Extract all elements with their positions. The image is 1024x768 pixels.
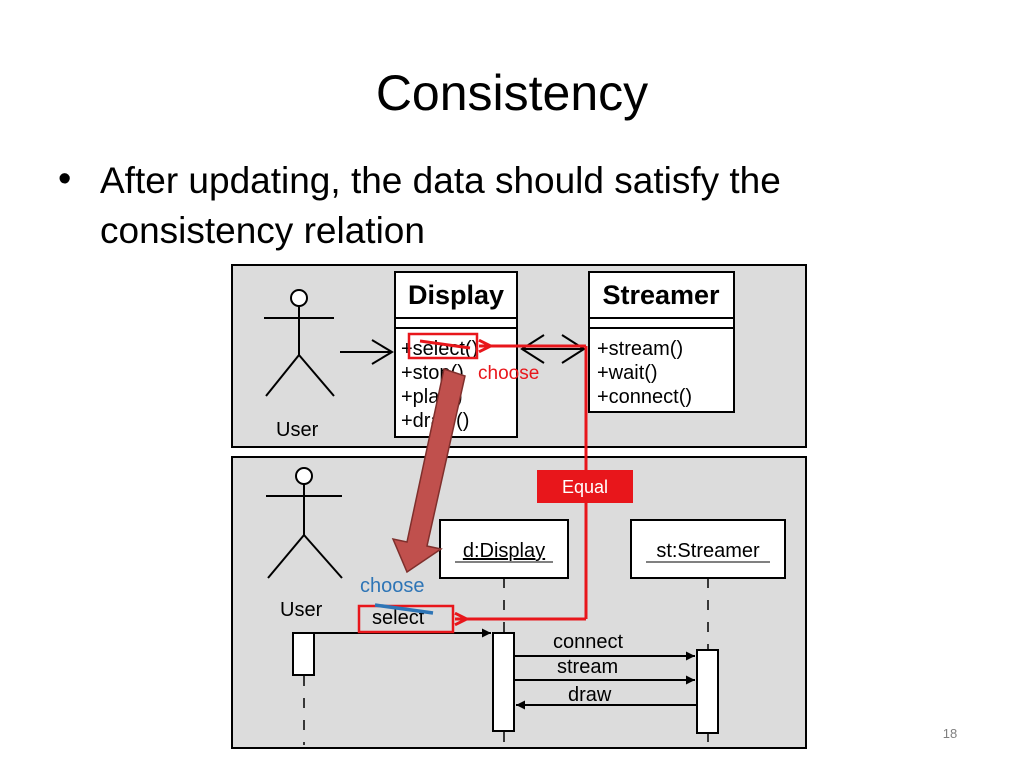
choose-label-top: choose bbox=[478, 363, 539, 384]
display-lifeline-box: d:Display bbox=[439, 519, 569, 579]
seq-user-actor-icon bbox=[266, 467, 343, 579]
display-activation-bar bbox=[492, 632, 515, 732]
stream-message-label: stream bbox=[557, 656, 618, 678]
mapping-arrow bbox=[391, 368, 466, 574]
select-message-label: select bbox=[372, 607, 425, 629]
display-lifeline-label: d:Display bbox=[463, 540, 545, 562]
display-class-name: Display bbox=[408, 280, 504, 310]
annotations: choose Equal choose bbox=[357, 332, 633, 634]
page-number: 18 bbox=[942, 726, 958, 741]
display-streamer-association bbox=[520, 334, 586, 364]
streamer-method: +stream() bbox=[597, 338, 683, 360]
user-actor-icon bbox=[264, 289, 335, 397]
streamer-activation-bar bbox=[696, 649, 719, 734]
slide-title: Consistency bbox=[375, 65, 649, 121]
streamer-class-box: Streamer +stream() +wait() +connect() bbox=[588, 271, 735, 413]
streamer-method: +wait() bbox=[597, 362, 658, 384]
select-message-highlight-box bbox=[357, 604, 455, 634]
streamer-method: +connect() bbox=[597, 386, 692, 408]
user-to-display-arrow bbox=[340, 339, 394, 365]
user-activation-bar bbox=[292, 632, 315, 676]
equal-label: Equal bbox=[562, 477, 608, 497]
streamer-class-name: Streamer bbox=[602, 280, 720, 310]
bullet-marker: • bbox=[58, 158, 72, 200]
streamer-lifeline-box: st:Streamer bbox=[630, 519, 786, 579]
streamer-lifeline-label: st:Streamer bbox=[656, 540, 760, 562]
select-strike-red bbox=[419, 339, 471, 350]
select-highlight-box bbox=[407, 332, 479, 360]
draw-message-label: draw bbox=[568, 684, 612, 706]
class-user-label: User bbox=[276, 419, 319, 441]
display-class-box: Display +select() +stop() +play() +draw(… bbox=[394, 271, 518, 438]
seq-user-label: User bbox=[280, 599, 323, 621]
class-diagram-panel: User Display +select() +stop() +play() +… bbox=[231, 264, 807, 448]
display-method: +select() bbox=[401, 338, 478, 360]
sequence-diagram-panel: User d:Display st:Streamer select connec… bbox=[231, 456, 807, 749]
equal-badge bbox=[537, 470, 633, 503]
bullet-text: After updating, the data should satisfy … bbox=[100, 160, 781, 251]
select-strike-blue bbox=[374, 603, 434, 615]
connect-message-label: connect bbox=[553, 631, 623, 653]
choose-label-bottom: choose bbox=[360, 575, 425, 597]
